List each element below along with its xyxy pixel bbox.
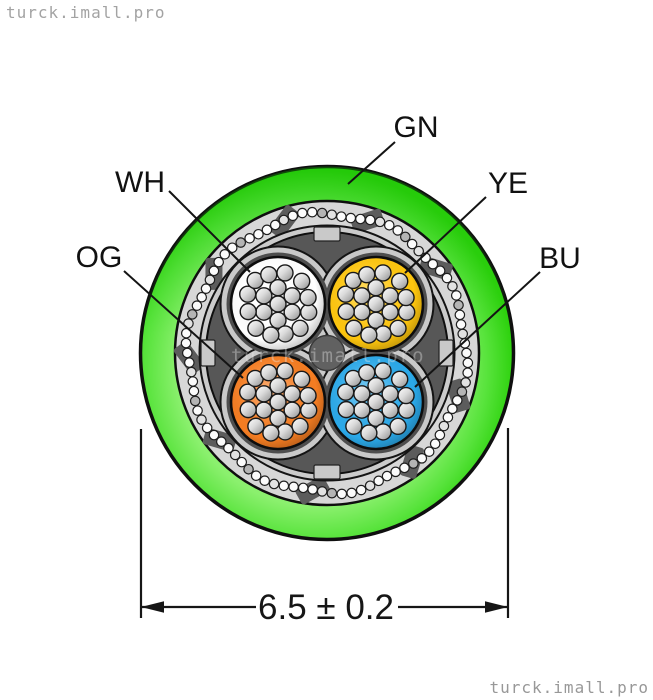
- bu-label: BU: [539, 242, 581, 275]
- dimension-text-background: [256, 588, 398, 624]
- conductor-bu: [327, 353, 425, 451]
- braid-shield-wires: [180, 206, 474, 500]
- watermark-bottom-right: turck.imall.pro: [490, 678, 650, 697]
- wh-label: WH: [115, 166, 165, 199]
- center-filler: [308, 334, 346, 372]
- wh-leader-line: [168, 190, 251, 273]
- watermark-top-left: turck.imall.pro: [6, 3, 166, 22]
- leader-lines: [123, 141, 541, 388]
- gn-label: GN: [394, 111, 439, 144]
- og-label: OG: [76, 241, 123, 274]
- dimension-text: 6.5 ± 0.2: [258, 588, 394, 627]
- ye-leader-line: [404, 196, 487, 274]
- conductor-og: [229, 353, 327, 451]
- dimension-annotation: 6.5 ± 0.2: [139, 428, 510, 627]
- ye-label: YE: [488, 167, 528, 200]
- bu-leader-line: [414, 271, 541, 388]
- conductor-wh: [229, 255, 327, 353]
- watermark-center: turck.imall.pro: [231, 345, 425, 367]
- og-leader-line: [123, 270, 244, 379]
- gn-leader-line: [347, 141, 396, 185]
- dimension-arrow-left: [141, 601, 164, 613]
- filler-spacer-patches: [200, 226, 454, 480]
- dimension-arrow-right: [485, 601, 508, 613]
- conductor-ye: [327, 255, 425, 353]
- conductors: [229, 255, 425, 451]
